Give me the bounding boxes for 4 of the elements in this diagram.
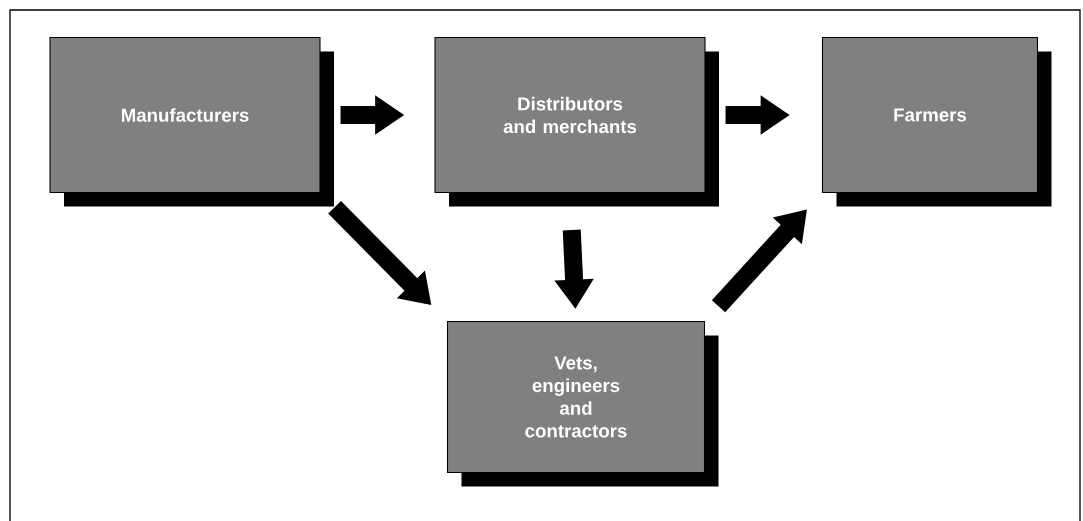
process-box: Distributors and merchants <box>434 36 719 207</box>
process-box: Farmers <box>821 36 1052 207</box>
process-box: Manufacturers <box>49 36 334 207</box>
process-box: Vets, engineers and contractors <box>446 320 719 487</box>
